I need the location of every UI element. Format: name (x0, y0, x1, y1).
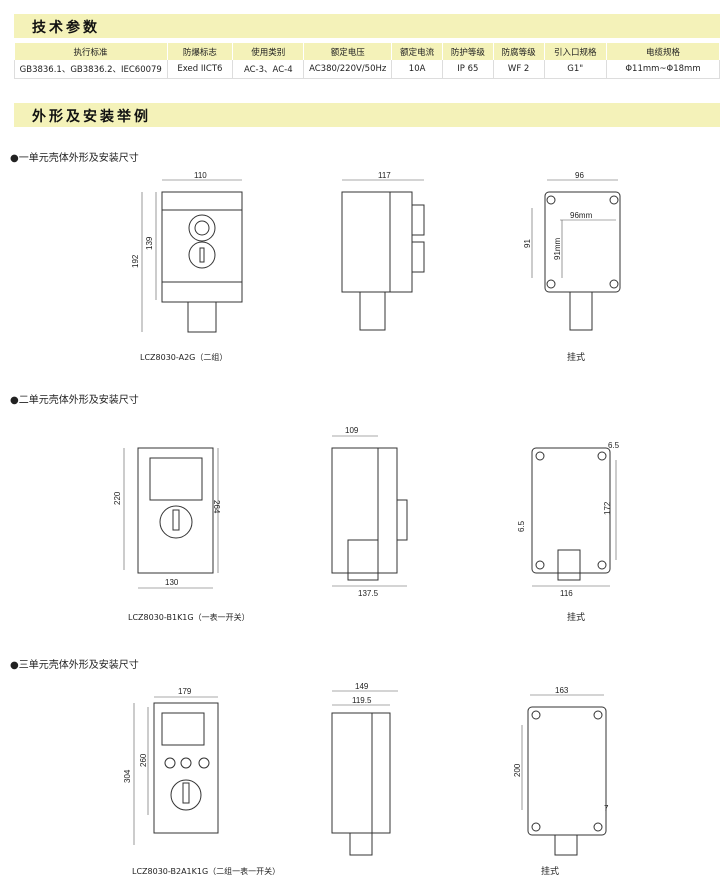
front-view-drawing: 179 260 304 (123, 687, 219, 845)
table-header: 额定电流 (391, 43, 443, 60)
svg-text:110: 110 (194, 171, 207, 180)
svg-text:137.5: 137.5 (358, 589, 379, 598)
svg-text:200: 200 (513, 763, 522, 777)
model-caption: LCZ8030-B2A1K1G（二组一表一开关） (132, 867, 281, 876)
svg-text:96: 96 (575, 171, 584, 180)
mount-caption: 挂式 (567, 613, 586, 623)
side-view-drawing: 149 119.5 (331, 682, 398, 856)
svg-text:109: 109 (345, 426, 359, 435)
section-header-tech: 技术参数 (14, 14, 720, 38)
model-caption: LCZ8030-A2G（二组） (140, 353, 228, 362)
svg-text:179: 179 (178, 687, 192, 696)
svg-text:260: 260 (139, 753, 148, 767)
svg-text:139: 139 (145, 236, 154, 250)
svg-text:172: 172 (603, 501, 612, 515)
table-header: 防爆标志 (167, 43, 234, 60)
spec-table: 执行标准 防爆标志 使用类别 额定电压 额定电流 防护等级 防腐等级 引入口规格… (14, 43, 720, 79)
svg-text:96mm: 96mm (570, 211, 593, 220)
table-header-row: 执行标准 防爆标志 使用类别 额定电压 额定电流 防护等级 防腐等级 引入口规格… (14, 43, 720, 60)
table-cell: IP 65 (442, 60, 494, 79)
svg-text:163: 163 (555, 686, 569, 695)
table-cell: Φ11mm~Φ18mm (606, 60, 720, 79)
table-cell: AC380/220V/50Hz (303, 60, 393, 79)
svg-text:116: 116 (560, 589, 573, 598)
section-title: 外形及安装举例 (32, 109, 151, 125)
group-title: ●三单元壳体外形及安装尺寸 (10, 660, 139, 671)
back-view-drawing: 163 200 7 (513, 686, 609, 856)
table-row: GB3836.1、GB3836.2、IEC60079 Exed IICT6 AC… (14, 60, 720, 79)
svg-text:91: 91 (523, 239, 532, 248)
svg-text:119.5: 119.5 (352, 696, 372, 705)
group-title: ●一单元壳体外形及安装尺寸 (10, 153, 139, 164)
table-header: 电缆规格 (606, 43, 720, 60)
table-header: 额定电压 (303, 43, 393, 60)
table-cell: WF 2 (493, 60, 545, 79)
table-header: 防腐等级 (493, 43, 545, 60)
table-header: 引入口规格 (544, 43, 608, 60)
svg-text:130: 130 (165, 578, 179, 587)
table-header: 使用类别 (232, 43, 305, 60)
table-cell: G1" (544, 60, 608, 79)
svg-text:149: 149 (355, 682, 369, 691)
model-caption: LCZ8030-B1K1G（一表一开关） (128, 613, 250, 622)
svg-text:264: 264 (212, 500, 221, 514)
back-view-drawing: 96 96mm 91 91mm (523, 171, 621, 331)
table-cell: 10A (391, 60, 443, 79)
table-cell: GB3836.1、GB3836.2、IEC60079 (14, 60, 168, 79)
table-cell: Exed IICT6 (167, 60, 234, 79)
svg-text:304: 304 (123, 769, 132, 783)
svg-text:192: 192 (131, 254, 140, 268)
svg-text:6.5: 6.5 (517, 520, 526, 532)
table-header: 防护等级 (442, 43, 494, 60)
table-cell: AC-3、AC-4 (232, 60, 305, 79)
side-view-drawing: 117 (341, 171, 425, 331)
front-view-drawing: 130 220 264 (113, 447, 221, 589)
svg-text:117: 117 (378, 171, 391, 180)
side-view-drawing: 109 137.5 (331, 426, 408, 598)
mount-caption: 挂式 (567, 353, 586, 363)
svg-text:7: 7 (604, 804, 609, 813)
section-header-install: 外形及安装举例 (14, 103, 720, 127)
group-title: ●二单元壳体外形及安装尺寸 (10, 395, 139, 406)
svg-text:6.5: 6.5 (608, 441, 620, 450)
mount-caption: 挂式 (541, 867, 560, 877)
front-view-drawing: 110 139 192 (131, 171, 243, 333)
svg-text:220: 220 (113, 491, 122, 505)
section-title: 技术参数 (32, 20, 100, 36)
svg-text:91mm: 91mm (553, 237, 562, 260)
back-view-drawing: 116 172 6.5 6.5 (517, 441, 620, 598)
table-header: 执行标准 (14, 43, 168, 60)
